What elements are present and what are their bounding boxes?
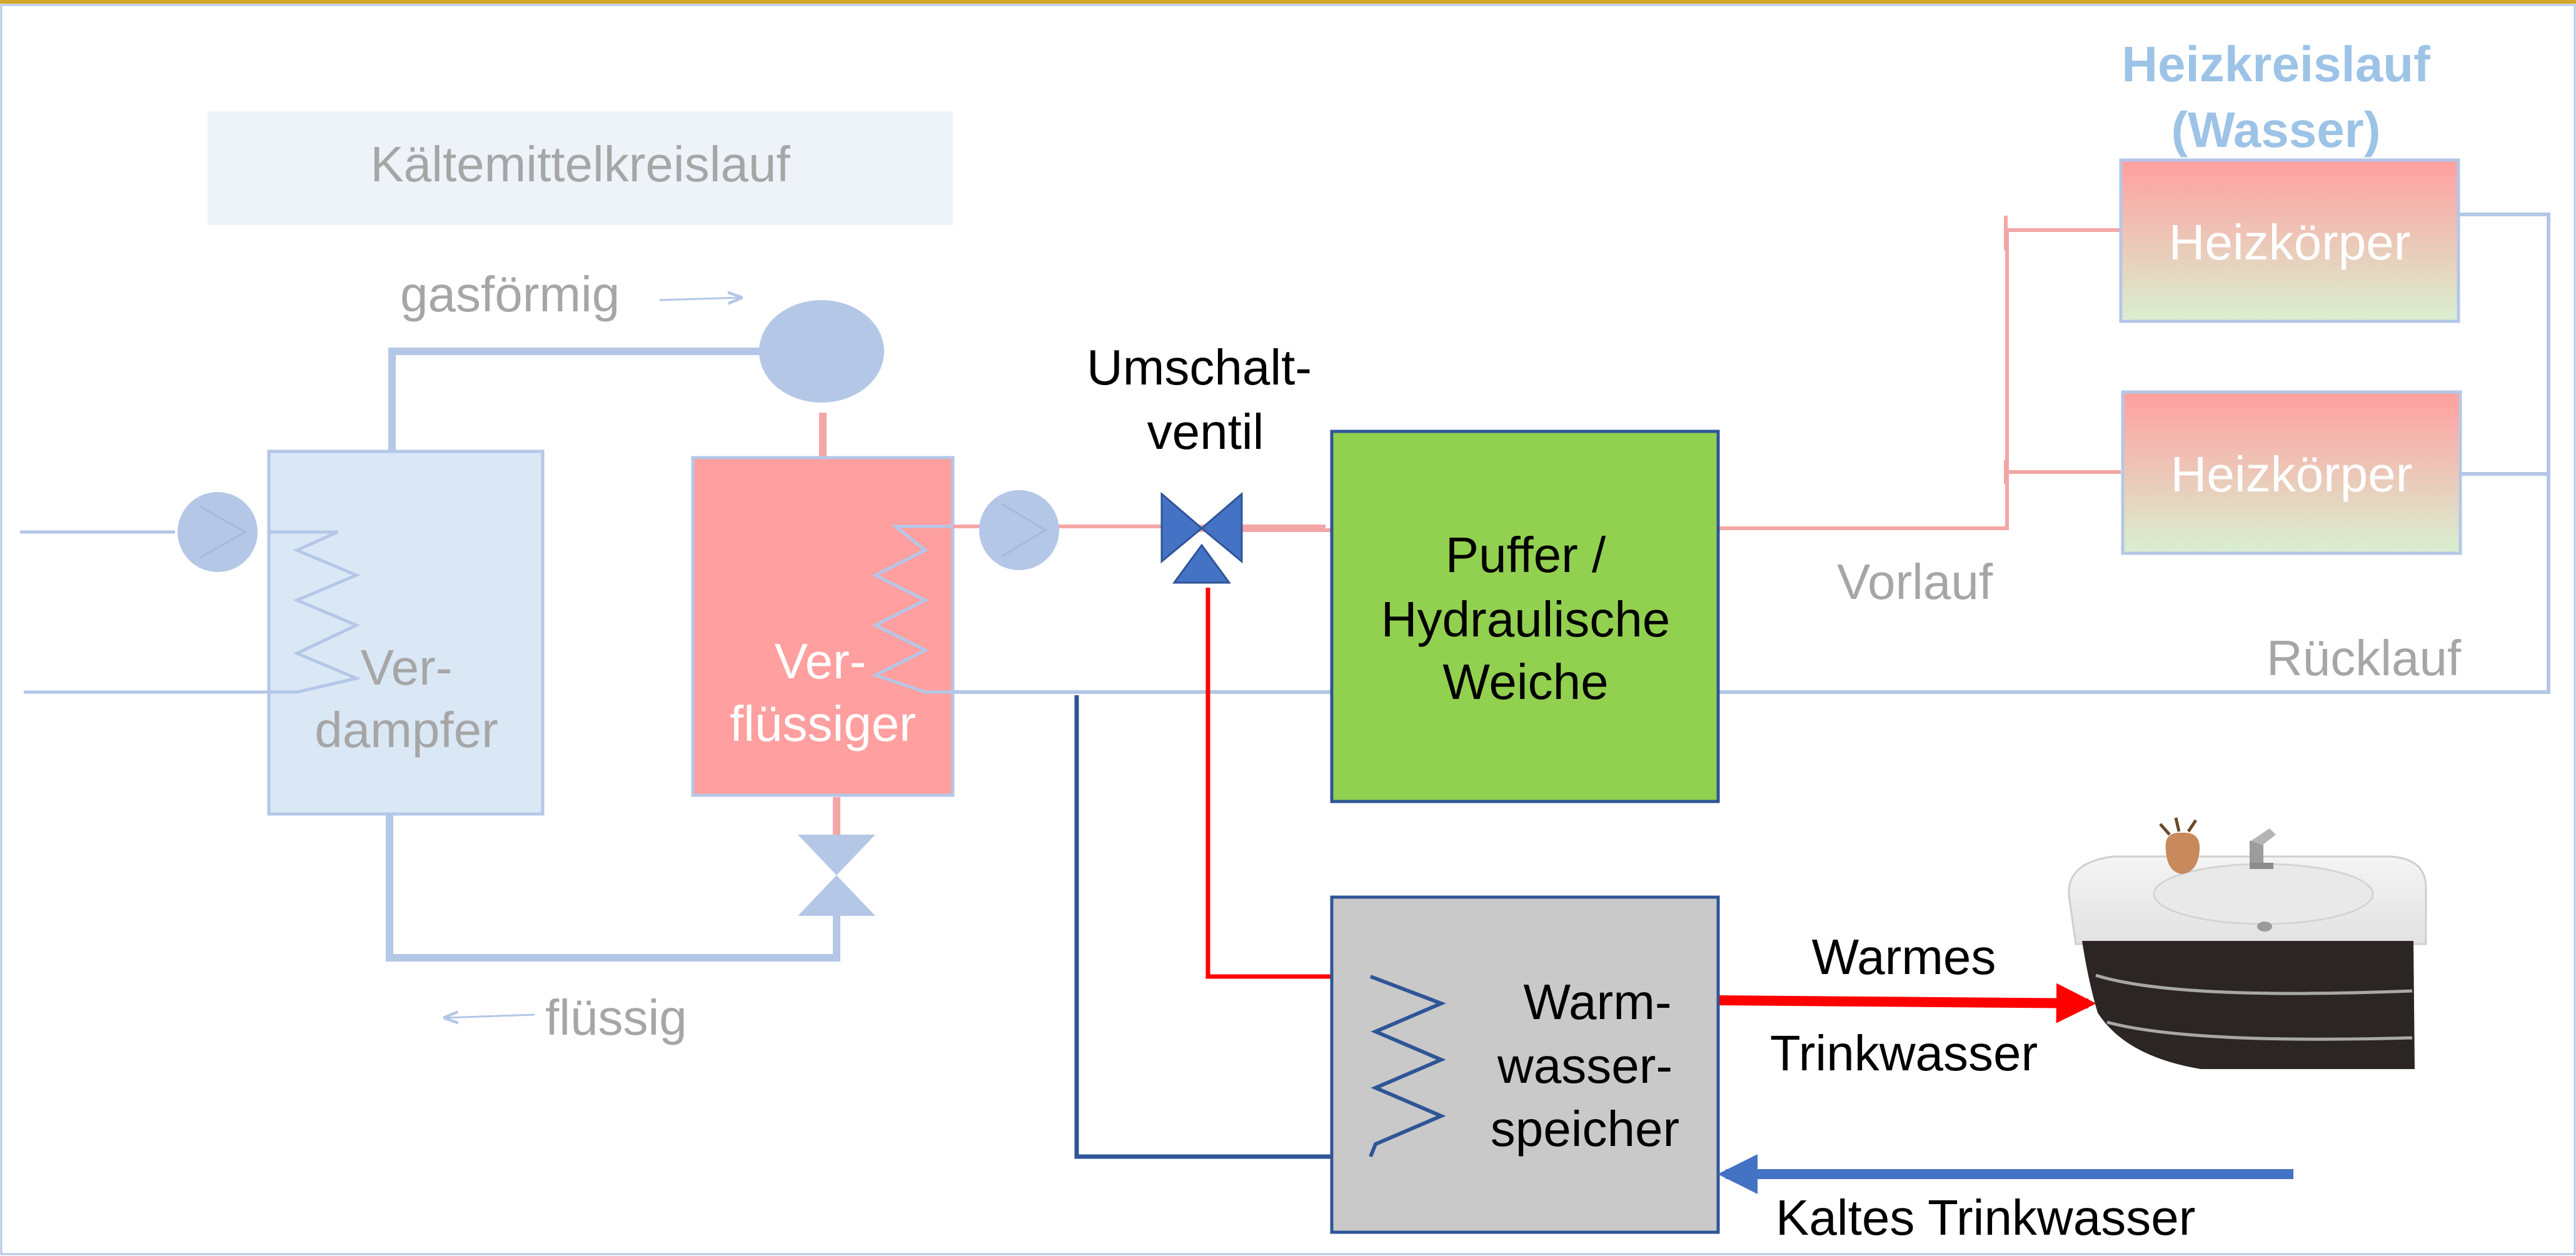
page-frame xyxy=(0,4,2576,1255)
condenser xyxy=(691,456,955,797)
liquid-arrow xyxy=(445,1015,535,1018)
hot-water-tank-label-1: Warm- xyxy=(1524,974,1672,1030)
hot-water-tank xyxy=(1330,895,1720,1234)
return-pipes xyxy=(1718,213,2550,694)
heating-pump xyxy=(979,490,1059,570)
heating-pump-arrow xyxy=(1001,503,1047,558)
radiator-2-label: Heizkörper xyxy=(2171,446,2413,502)
top-border xyxy=(0,0,2576,4)
buffer-tank xyxy=(1330,430,1720,803)
radiator-2 xyxy=(2121,390,2462,555)
hot-water-loop-return xyxy=(1074,695,1371,1159)
washbasin-icon xyxy=(2068,817,2427,1069)
refrigerant-circuit-label: Kältemittelkreislauf xyxy=(370,136,790,192)
evaporator xyxy=(267,450,545,816)
warm-water-label-1: Warmes xyxy=(1812,929,1996,985)
source-pump-arrow xyxy=(199,505,248,559)
radiator-1-label: Heizkörper xyxy=(2169,214,2411,270)
condenser-label-2: flüssiger xyxy=(730,696,916,751)
hot-water-tank-coil xyxy=(1369,975,1446,1158)
expansion-valve-top xyxy=(798,835,875,875)
radiator-1 xyxy=(2119,158,2460,323)
buffer-label-1: Puffer / xyxy=(1446,527,1606,583)
switch-valve-label-1: Umschalt- xyxy=(1087,339,1312,395)
condenser-label-1: Ver- xyxy=(775,633,867,689)
warm-water-arrow xyxy=(1719,983,2096,1023)
buffer-label-3: Weiche xyxy=(1442,654,1608,710)
switch-valve xyxy=(1160,491,1243,584)
heating-circuit-title-1: Heizkreislauf xyxy=(2121,36,2430,92)
hot-water-tank-label-2: wasser- xyxy=(1497,1038,1673,1093)
refrigerant-circuit-label-box xyxy=(208,111,953,225)
hot-water-tank-label-3: speicher xyxy=(1491,1101,1679,1157)
warm-water-label-2: Trinkwasser xyxy=(1770,1025,2038,1081)
buffer-label-2: Hydraulische xyxy=(1381,591,1670,647)
gaseous-label: gasförmig xyxy=(400,266,620,322)
refrigerant-pipes xyxy=(386,348,840,962)
liquid-label: flüssig xyxy=(545,990,687,1045)
evaporator-label-1: Ver- xyxy=(361,640,453,695)
supply-pipes xyxy=(1718,216,2121,530)
expansion-valve-bottom xyxy=(798,875,875,916)
supply-label: Vorlauf xyxy=(1837,554,1993,610)
return-label: Rücklauf xyxy=(2267,630,2462,686)
source-pump xyxy=(178,492,258,572)
hot-water-loop-supply xyxy=(1205,588,1371,979)
evaporator-label-2: dampfer xyxy=(314,702,498,758)
compressor xyxy=(759,300,884,403)
switch-valve-label-2: ventil xyxy=(1147,404,1264,460)
gaseous-arrow xyxy=(659,298,741,300)
evaporator-coil xyxy=(269,530,362,694)
cold-water-label: Kaltes Trinkwasser xyxy=(1776,1190,2195,1245)
condenser-coil xyxy=(871,525,953,694)
heating-circuit-title-2: (Wasser) xyxy=(2171,102,2381,158)
